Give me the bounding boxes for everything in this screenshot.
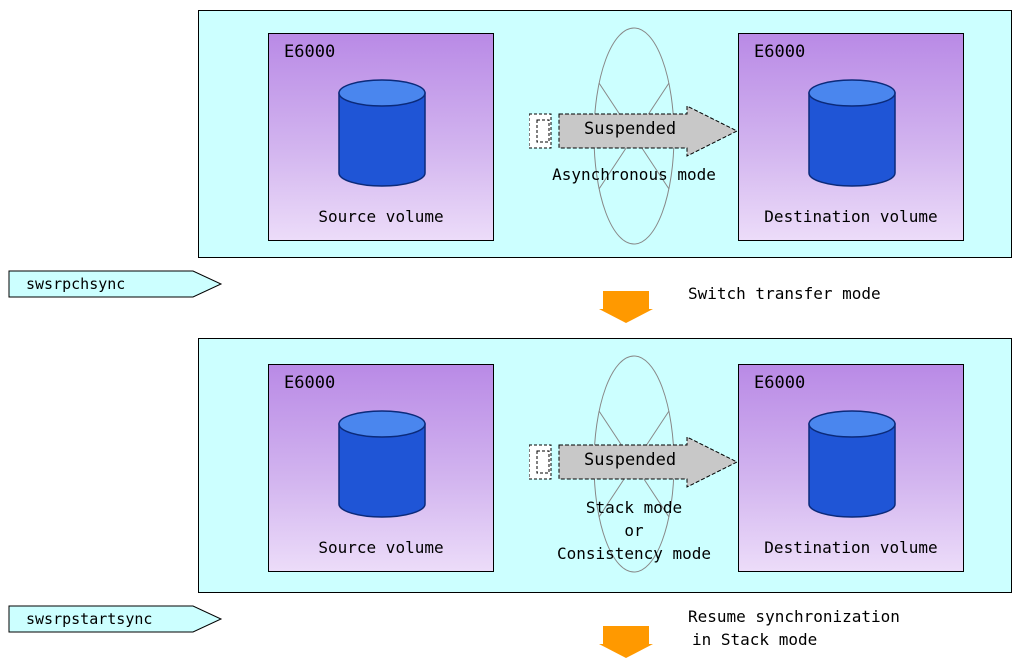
transfer-mode-line: Stack mode (585, 498, 683, 517)
transfer-mode-line: Consistency mode (556, 544, 712, 563)
transfer-mode-line: Asynchronous mode (552, 165, 716, 184)
transfer-mode-label: Asynchronous mode (529, 165, 739, 184)
source-volume-box: E6000 Source volume (268, 364, 494, 572)
destination-device-title: E6000 (754, 373, 806, 393)
command-arrow-shape (8, 605, 223, 633)
source-device-title: E6000 (284, 373, 336, 393)
disk-cylinder-icon (808, 79, 896, 187)
down-arrow-icon (599, 626, 653, 658)
command-label: swsrpstartsync (26, 610, 153, 628)
transfer-link: Suspended Stack mode or Consistency mode (529, 339, 739, 592)
transfer-link: Suspended Asynchronous mode (529, 11, 739, 257)
transfer-ring-icon (529, 27, 739, 245)
destination-volume-box: E6000 Destination volume (738, 33, 964, 241)
destination-volume-box: E6000 Destination volume (738, 364, 964, 572)
down-arrow-icon (599, 291, 653, 323)
step-description: Resume synchronization in Stack mode (688, 605, 900, 651)
step-line: Resume synchronization (688, 607, 900, 626)
step-line: in Stack mode (692, 630, 818, 649)
command-arrow-shape (8, 270, 223, 298)
transfer-mode-label: Stack mode or Consistency mode (529, 496, 739, 565)
disk-cylinder-icon (808, 410, 896, 518)
transfer-mode-line: or (624, 521, 644, 540)
transfer-ring-icon (529, 355, 739, 573)
replication-panel-stack: E6000 Source volume Suspended Stack mode… (198, 338, 1012, 593)
command-label: swsrpchsync (26, 275, 126, 293)
source-device-title: E6000 (284, 42, 336, 62)
destination-volume-label: Destination volume (764, 538, 938, 557)
destination-volume-label: Destination volume (764, 207, 938, 226)
source-volume-label: Source volume (318, 207, 444, 226)
transfer-status-label: Suspended (584, 119, 677, 139)
disk-cylinder-icon (338, 410, 426, 518)
source-volume-box: E6000 Source volume (268, 33, 494, 241)
replication-panel-async: E6000 Source volume Suspended Asynchrono… (198, 10, 1012, 258)
transfer-status-label: Suspended (584, 450, 677, 470)
disk-cylinder-icon (338, 79, 426, 187)
step-line: Switch transfer mode (688, 284, 881, 303)
step-description: Switch transfer mode (688, 282, 881, 305)
source-volume-label: Source volume (318, 538, 444, 557)
destination-device-title: E6000 (754, 42, 806, 62)
